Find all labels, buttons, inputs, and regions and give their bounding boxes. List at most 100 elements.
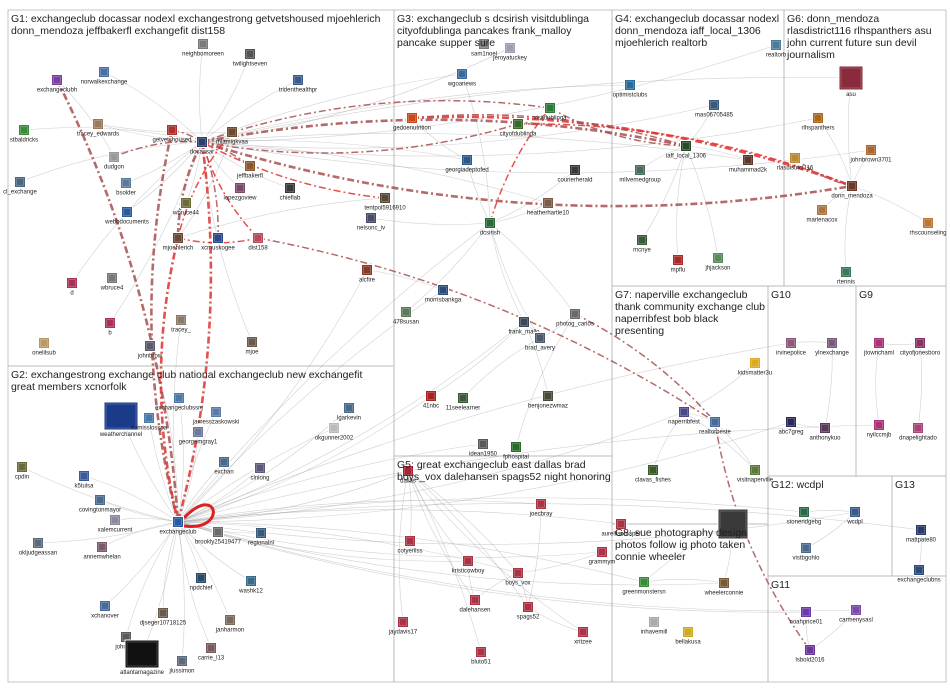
node-rtennis[interactable]: rtennis: [837, 266, 855, 286]
node-mjoe[interactable]: mjoe: [245, 336, 259, 356]
node-rlasdistrict116[interactable]: rlasdistrict116: [777, 152, 814, 172]
node-noahprice01[interactable]: noahprice01: [789, 606, 823, 626]
node-anthonykuo[interactable]: anthonykuo: [809, 422, 841, 442]
node-blutos1[interactable]: bluto51: [471, 646, 492, 666]
node-asu[interactable]: asu: [838, 65, 864, 98]
node-frank_mallo[interactable]: frank_mallo: [508, 316, 540, 336]
node-dallas[interactable]: dallas: [400, 465, 416, 485]
node-weather2[interactable]: ezmisslosspa: [131, 412, 168, 432]
node-mcnye[interactable]: mcnye: [633, 234, 651, 254]
node-tracey_edwards[interactable]: tracey_edwards: [77, 118, 119, 138]
node-okgunner2002[interactable]: okgunner2002: [315, 422, 354, 442]
node-jaydavis17[interactable]: jaydavis17: [388, 616, 418, 636]
node-gedoenutrition[interactable]: gedoenutrition: [393, 112, 431, 132]
node-tridenthealthpr[interactable]: tridenthealthpr: [279, 74, 317, 94]
node-cityofjonesboro[interactable]: cityofjonesboro: [900, 337, 941, 357]
node-bsolder[interactable]: bsolder: [116, 177, 136, 197]
node-getvetshoused[interactable]: getvetshoused: [152, 124, 192, 144]
node-boys_vox[interactable]: boys_vox: [505, 567, 531, 587]
node-npdchief[interactable]: npdchief: [190, 572, 213, 592]
node-joecbray[interactable]: joecbray: [529, 498, 553, 518]
node-jtownchaml[interactable]: jtownchaml: [863, 337, 894, 357]
node-neighbomoreen[interactable]: neighbomoreen: [182, 38, 224, 58]
node-naperribfest[interactable]: naperribfest: [668, 406, 700, 426]
node-kristicowboy[interactable]: kristicowboy: [452, 555, 485, 575]
node-annemwhelan[interactable]: annemwhelan: [83, 541, 121, 561]
node-mlamigkvaa[interactable]: mlamigkvaa: [216, 126, 249, 146]
node-nyilccmjb[interactable]: nyilccmjb: [867, 419, 892, 439]
node-cpdin[interactable]: cpdin: [15, 461, 29, 481]
node-photog_carlos[interactable]: photog_carlos: [556, 308, 594, 328]
node-exchangeclubssnj[interactable]: exchangeclubssnj: [155, 392, 203, 412]
node-tracey_[interactable]: tracey_: [171, 314, 191, 334]
node-norwalkexchange[interactable]: norwalkexchange: [81, 66, 128, 86]
node-visitnaperville[interactable]: visitnaperville: [737, 464, 774, 484]
node-jlussimon[interactable]: jlussimon: [168, 655, 195, 675]
node-dalehansen[interactable]: dalehansen: [459, 594, 491, 614]
node-regionalnl[interactable]: regionalnl: [248, 527, 274, 547]
node-exchangeclubns[interactable]: exchangeclubns: [897, 564, 941, 584]
node-exchan[interactable]: exchan: [214, 456, 234, 476]
node-jeffbakerfl[interactable]: jeffbakerfl: [236, 160, 263, 180]
node-cotyerliss[interactable]: cotyerliss: [397, 535, 423, 555]
node-webbdocuments[interactable]: webbdocuments: [104, 206, 149, 226]
node-idean1950[interactable]: idean1950: [469, 438, 498, 458]
node-alcfire[interactable]: alcfire: [359, 264, 376, 284]
node-greenmonstersn[interactable]: greenmonstersn: [622, 576, 666, 596]
node-kidsmattei[interactable]: kidsmatter3u: [738, 357, 772, 377]
node-jeroyatuckey[interactable]: jeroyatuckey: [492, 42, 527, 62]
node-mpflu[interactable]: mpflu: [671, 254, 686, 274]
node-wgoanews[interactable]: wgoanews: [447, 68, 476, 88]
node-iaff_local_1306[interactable]: iaff_local_1306: [666, 140, 707, 160]
node-johnbrown[interactable]: johnbrown3701: [849, 144, 892, 164]
node-carrie[interactable]: carrie_l13: [198, 642, 225, 662]
node-lgarkevin[interactable]: lgarkevin: [337, 402, 361, 422]
node-sam1noel[interactable]: sam1noel: [471, 38, 497, 58]
node-oklgeassan[interactable]: okljudgeassan: [19, 537, 57, 557]
node-morrisbankga[interactable]: morrisbankga: [425, 284, 462, 304]
node-irvinepolice[interactable]: irvinepolice: [776, 337, 807, 357]
node-dist158[interactable]: dist158: [248, 232, 268, 252]
node-twilightseven[interactable]: twilightseven: [233, 48, 267, 68]
node-benjonezwmaz[interactable]: benjonezwmaz: [528, 390, 568, 410]
node-brooky[interactable]: brookly25419477: [195, 526, 242, 546]
node-janharmon[interactable]: janharmon: [215, 614, 244, 634]
node-cityofdublinga[interactable]: cityofdublinga: [500, 118, 537, 138]
node-xchanover[interactable]: xchanover: [91, 600, 119, 620]
node-bellakusa[interactable]: bellakusa: [675, 626, 701, 646]
node-xritzee[interactable]: xritzee: [574, 626, 592, 646]
node-courierherald[interactable]: courierherald: [557, 164, 593, 184]
node-clnlong[interactable]: clnlong: [250, 462, 270, 482]
node-478susan[interactable]: 478susan: [393, 306, 419, 326]
node-cl_exchange[interactable]: cl_exchange: [3, 176, 38, 196]
node-dudgon[interactable]: dudgon: [104, 151, 124, 171]
node-mllvernedgroup[interactable]: mllvernedgroup: [619, 164, 661, 184]
node-stoneridgebg[interactable]: stoneridgebg: [787, 506, 822, 526]
node-11seelearner[interactable]: 11seelearner: [446, 392, 481, 412]
node-wcdpl[interactable]: wcdpl: [846, 506, 863, 526]
node-exchangeclub[interactable]: exchangeclub: [159, 516, 197, 536]
node-mas0670[interactable]: mas06705485: [695, 99, 734, 119]
node-jamesszaskowski[interactable]: jamesszaskowski: [192, 406, 239, 426]
node-donn_mendoza[interactable]: donn_mendoza: [831, 180, 873, 200]
node-b[interactable]: b: [104, 317, 116, 337]
node-washk12[interactable]: washk12: [238, 575, 264, 595]
node-ylnexchange[interactable]: ylnexchange: [815, 337, 850, 357]
node-covingtonmayor[interactable]: covingtonmayor: [79, 494, 121, 514]
node-lsbold2016[interactable]: lsbold2016: [795, 644, 825, 664]
node-chieflab[interactable]: chieflab: [280, 182, 301, 202]
node-dnapelightado[interactable]: dnapelightado: [899, 422, 938, 442]
node-wheelerconnie[interactable]: wheelerconnie: [704, 577, 744, 597]
node-muhammad[interactable]: muhammad2k: [729, 154, 768, 174]
node-brad_avery[interactable]: brad_avery: [525, 332, 555, 352]
node-georgemgray1[interactable]: georgemgray1: [179, 426, 218, 446]
node-abc7greg[interactable]: abc7greg: [778, 416, 804, 436]
node-realtorbeste[interactable]: realtorbeste: [699, 416, 732, 436]
node-johnbrow[interactable]: johnbrow: [137, 340, 163, 360]
node-tentpol[interactable]: tentpol5916910: [364, 192, 406, 212]
node-lopezgoview[interactable]: lopezgoview: [223, 182, 257, 202]
node-georgiadeptofed[interactable]: georgiadeptofed: [445, 154, 489, 174]
node-wbruce44[interactable]: wbruce44: [172, 197, 200, 217]
node-marlenacox[interactable]: marlenacox: [806, 204, 838, 224]
node-optimistclubs[interactable]: optimistclubs: [613, 79, 648, 99]
